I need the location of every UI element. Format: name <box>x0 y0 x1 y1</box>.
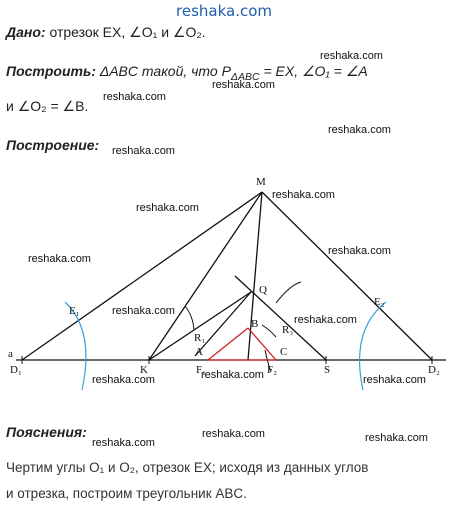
line-q-s <box>234 275 327 361</box>
point-d2-label: D₂ <box>428 364 440 376</box>
watermark: reshaka.com <box>28 253 91 265</box>
explanation-line-1: Чертим углы O₁ и O₂, отрезок EX; исходя … <box>6 460 369 475</box>
watermark: reshaka.com <box>202 428 265 440</box>
construction-figure: M E₁ E₂ Q R₁ R₃ A B C K S F₁ F₂ D₁ D₂ a <box>8 176 446 390</box>
point-s-label: S <box>324 364 330 376</box>
explanation-label: Пояснения: <box>6 424 87 440</box>
arc-mark <box>261 324 277 338</box>
arc-angle-right <box>358 301 387 390</box>
construct-line: Построить: ΔABC такой, что PΔABC = EX, ∠… <box>6 63 368 83</box>
watermark: reshaka.com <box>212 79 275 91</box>
watermark: reshaka.com <box>201 369 264 381</box>
side-d1-m <box>21 191 263 361</box>
line-k-m <box>148 191 263 361</box>
watermark: reshaka.com <box>103 91 166 103</box>
watermark: reshaka.com <box>294 314 357 326</box>
point-q-label: Q <box>259 284 267 296</box>
point-f1-label: F₁ <box>196 364 206 376</box>
point-m-label: M <box>256 176 266 188</box>
watermark: reshaka.com <box>320 50 383 62</box>
ray-label: a <box>8 348 13 360</box>
watermark: reshaka.com <box>272 189 335 201</box>
construct-subscript: ΔABC <box>230 70 260 83</box>
point-b-label: B <box>251 318 258 330</box>
site-header[interactable]: reshaka.com <box>176 2 272 20</box>
explanation-line-2: и отрезка, построим треугольник ABC. <box>6 486 247 501</box>
point-a-label: A <box>195 346 203 358</box>
side-m-d2 <box>261 191 433 361</box>
watermark: reshaka.com <box>112 305 175 317</box>
given-label: Дано: <box>6 24 46 40</box>
construct-text-part2: = EX, ∠O₁ = ∠A <box>263 63 368 79</box>
watermark: reshaka.com <box>92 437 155 449</box>
line-m-f1 <box>247 191 263 361</box>
point-e2-label: E₂ <box>374 296 385 308</box>
triangle-side-bc <box>247 327 277 361</box>
line-k-q <box>148 291 252 361</box>
arc-mark <box>275 281 302 304</box>
point-r3-label: R₃ <box>282 324 293 336</box>
triangle-side-ab <box>207 327 249 361</box>
point-f2-label: F₂ <box>267 364 277 376</box>
construct-text-part1: ΔABC такой, что P <box>99 63 231 79</box>
arc-mark <box>264 349 272 373</box>
watermark: reshaka.com <box>92 374 155 386</box>
point-r1-label: R₁ <box>194 332 205 344</box>
watermark: reshaka.com <box>328 245 391 257</box>
watermark: reshaka.com <box>328 124 391 136</box>
construction-label: Построение: <box>6 137 100 153</box>
watermark: reshaka.com <box>112 145 175 157</box>
arc-angle-left <box>64 301 87 390</box>
given-text: отрезок EX, ∠O₁ и ∠O₂. <box>49 24 206 40</box>
given-line: Дано: отрезок EX, ∠O₁ и ∠O₂. <box>6 24 206 41</box>
point-e1-label: E₁ <box>69 305 80 317</box>
watermark: reshaka.com <box>365 432 428 444</box>
line-a-q <box>194 291 252 357</box>
watermark: reshaka.com <box>136 202 199 214</box>
point-d1-label: D₁ <box>10 364 22 376</box>
point-k-label: K <box>140 364 148 376</box>
watermark: reshaka.com <box>363 374 426 386</box>
construct-label: Построить: <box>6 63 96 79</box>
point-c-label: C <box>280 346 287 358</box>
arc-mark <box>184 305 195 331</box>
construct-line-2: и ∠O₂ = ∠B. <box>6 98 89 114</box>
